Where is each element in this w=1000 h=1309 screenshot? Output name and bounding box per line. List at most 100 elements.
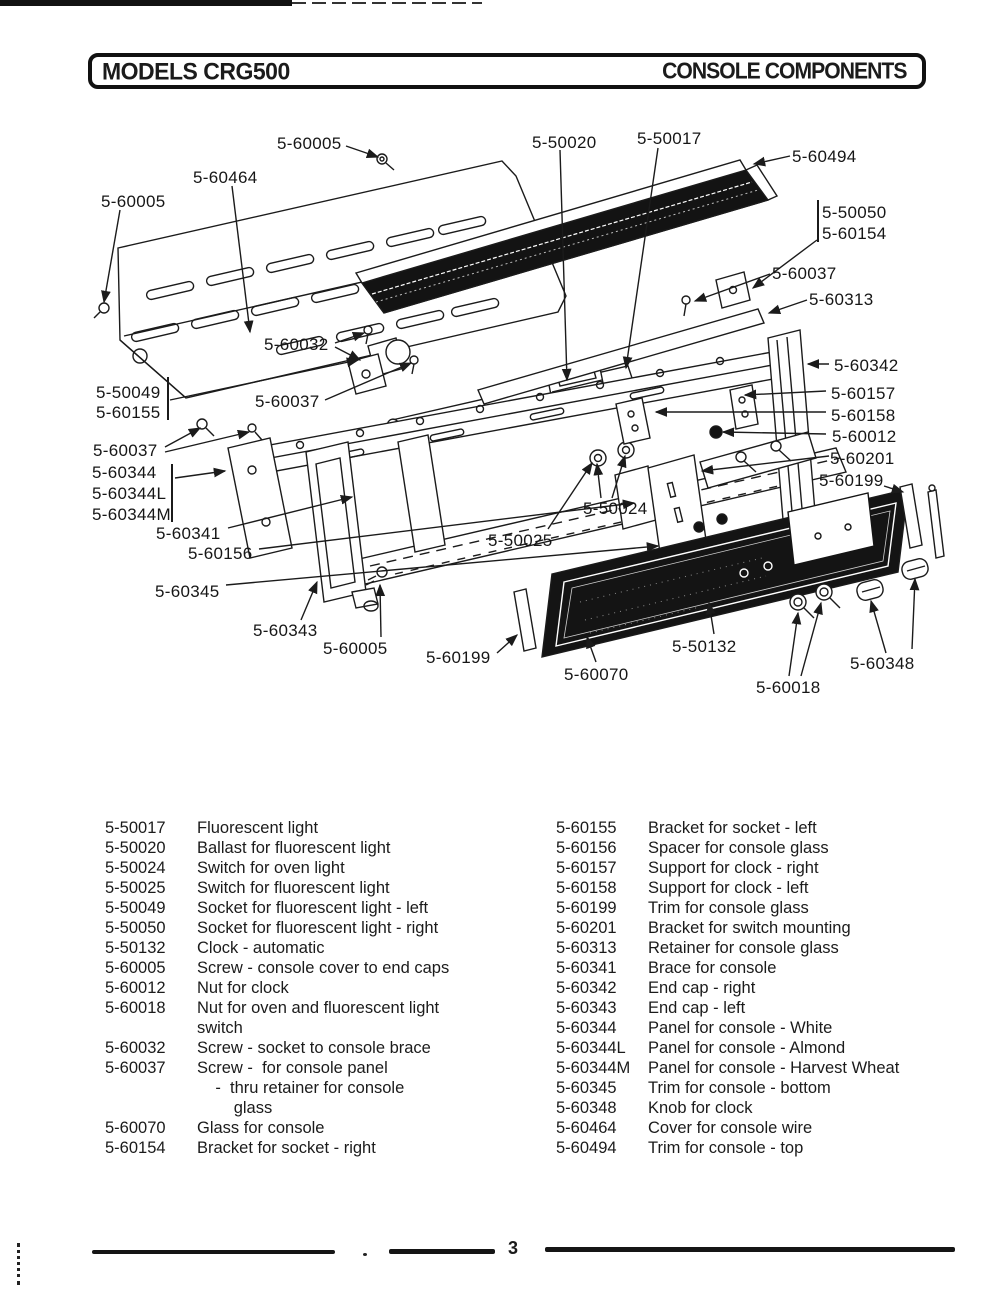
part-callout: 5-60158: [831, 406, 896, 425]
part-description: Support for clock - right: [648, 859, 819, 877]
part-description: Cover for console wire: [648, 1119, 813, 1137]
table-row: 5-60464 Cover for console wire: [556, 1118, 996, 1138]
part-callout: 5-60012: [832, 427, 897, 446]
part-description: Bracket for socket - left: [648, 819, 817, 837]
part-description: Bracket for switch mounting: [648, 919, 851, 937]
part-description: End cap - right: [648, 979, 756, 997]
part-callout: 5-60313: [809, 290, 874, 309]
part-number: 5-60341: [556, 959, 617, 977]
table-row: 5-60157 Support for clock - right: [556, 858, 996, 878]
part-description: Support for clock - left: [648, 879, 809, 897]
clock-supports: [615, 384, 759, 445]
part-description: Clock - automatic: [197, 939, 325, 957]
part-description: Socket for fluorescent light - left: [197, 899, 429, 917]
part-number: 5-50017: [105, 819, 166, 837]
part-description: Socket for fluorescent light - right: [197, 919, 439, 937]
footer-rule-left: [92, 1250, 335, 1254]
part-callout: 5-60343: [253, 621, 318, 640]
part-number: 5-50050: [105, 919, 166, 937]
console-glass-panel: [513, 483, 945, 658]
table-row: 5-60005 Screw - console cover to end caps: [105, 958, 545, 978]
part-callout: 5-60018: [756, 678, 821, 697]
part-number: 5-60157: [556, 859, 617, 877]
table-row: 5-60018 Nut for oven and fluorescent ligh…: [105, 998, 545, 1038]
part-number: 5-60154: [105, 1139, 166, 1157]
part-callout: 5-60341: [156, 524, 221, 543]
console-cover-panel: [117, 160, 567, 399]
callout-group-bars: [167, 200, 819, 522]
scan-artifact-left: [17, 1243, 20, 1285]
footer-rule-right: [545, 1247, 955, 1252]
part-callout: 5-60156: [188, 544, 253, 563]
part-callout: 5-60037: [772, 264, 837, 283]
part-callout: 5-60199: [426, 648, 491, 667]
part-number: 5-60344M: [556, 1059, 631, 1077]
part-description: Nut for clock: [197, 979, 289, 997]
knobs-and-screws: [789, 558, 929, 619]
part-number: 5-60158: [556, 879, 617, 897]
part-description: Switch for oven light: [197, 859, 345, 877]
part-description: Screw - console cover to end caps: [197, 959, 450, 977]
misc-fasteners: [93, 153, 419, 586]
table-row: 5-60012 Nut for clock: [105, 978, 545, 998]
table-row: 5-50024 Switch for oven light: [105, 858, 545, 878]
part-description: Panel for console - Almond: [648, 1039, 846, 1057]
part-number: 5-60012: [105, 979, 166, 997]
exploded-diagram: [93, 145, 945, 677]
part-description: Brace for console: [648, 959, 777, 977]
part-callout: 5-50049: [96, 383, 161, 402]
part-callout: 5-60494: [792, 147, 857, 166]
table-row: 5-60158 Support for clock - left: [556, 878, 996, 898]
footer-rule-mid: [389, 1249, 495, 1254]
part-callout: 5-50017: [637, 129, 702, 148]
table-row: 5-60037 Screw - for console panel - thru …: [105, 1058, 545, 1118]
part-description: Trim for console - top: [648, 1139, 804, 1157]
part-callout: 5-60342: [834, 356, 899, 375]
part-description: Nut for oven and fluorescent light switc…: [197, 999, 440, 1037]
part-number: 5-50132: [105, 939, 166, 957]
table-row: 5-50050 Socket for fluorescent light - ri…: [105, 918, 545, 938]
part-number: 5-60156: [556, 839, 617, 857]
page-title-section: CONSOLE COMPONENTS: [662, 57, 908, 84]
part-callout: 5-60005: [101, 192, 166, 211]
part-number: 5-60464: [556, 1119, 617, 1137]
part-number: 5-60343: [556, 999, 617, 1017]
part-description: Ballast for fluorescent light: [197, 839, 391, 857]
leader-lines: [101, 145, 920, 677]
part-number: 5-50025: [105, 879, 166, 897]
part-callout: 5-60037: [93, 441, 158, 460]
part-number: 5-60342: [556, 979, 617, 997]
part-number: 5-60070: [105, 1119, 166, 1137]
part-number: 5-60494: [556, 1139, 617, 1157]
part-number: 5-60345: [556, 1079, 617, 1097]
part-number: 5-60037: [105, 1059, 166, 1077]
part-number: 5-60005: [105, 959, 166, 977]
part-number: 5-60199: [556, 899, 617, 917]
part-description: Screw - for console panel - thru retaine…: [197, 1059, 405, 1117]
part-number: 5-60018: [105, 999, 166, 1017]
part-callout: 5-60348: [850, 654, 915, 673]
part-callout: 5-60157: [831, 384, 896, 403]
part-number: 5-50024: [105, 859, 166, 877]
part-callout: 5-60005: [277, 134, 342, 153]
table-row: 5-60494 Trim for console - top: [556, 1138, 996, 1158]
part-callout: 5-60070: [564, 665, 629, 684]
footer-dot: [363, 1253, 367, 1256]
glass-retainer: [477, 295, 765, 412]
part-description: Bracket for socket - right: [197, 1139, 376, 1157]
part-callout: 5-50050: [822, 203, 887, 222]
